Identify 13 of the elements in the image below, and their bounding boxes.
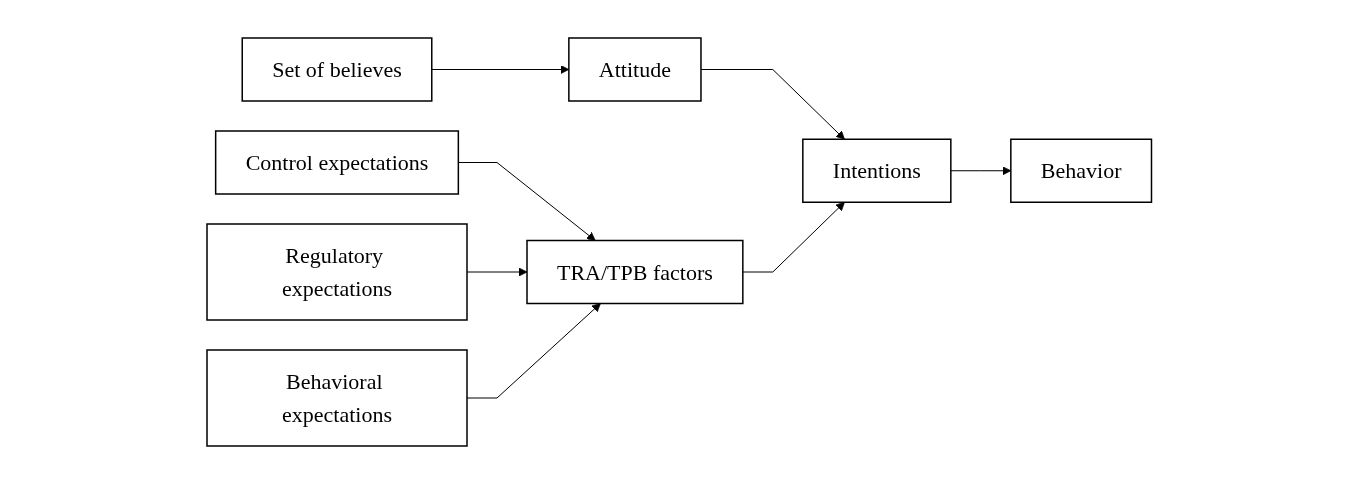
node-box: Control expectations — [214, 130, 459, 195]
node-box: Intentions — [801, 138, 952, 203]
node-box: Set of believes — [241, 37, 433, 102]
arrow — [466, 303, 601, 399]
node-box: Behavior — [1009, 138, 1152, 203]
node-box: Regulatory expectations — [206, 223, 468, 321]
arrow — [950, 166, 1011, 176]
arrow — [431, 65, 569, 74]
node-box: Behavioral expectations — [206, 349, 468, 447]
node-box: TRA/TPB factors — [526, 239, 744, 305]
node-box: Attitude — [567, 37, 702, 102]
arrow — [742, 201, 845, 273]
arrow — [700, 69, 845, 140]
